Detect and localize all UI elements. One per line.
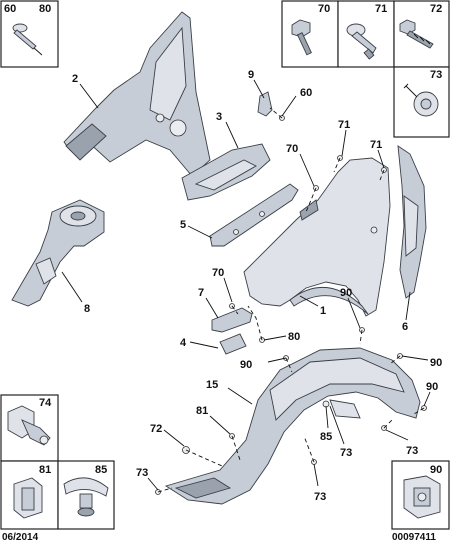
callout-90-a: 90 (340, 287, 352, 299)
callout-73-b: 73 (406, 445, 418, 457)
part-9-small-bracket (257, 91, 273, 117)
self-tapping-screw-icon (399, 19, 434, 49)
part-3-bracket (181, 143, 271, 201)
callout-8: 8 (84, 303, 90, 315)
fastener-box-85: 85 (57, 460, 115, 530)
box-label-60: 60 (4, 3, 16, 15)
bracket-clip-icon (7, 405, 51, 446)
box-label-81: 81 (39, 464, 51, 476)
footer-reference: 00097411 (392, 532, 436, 543)
callout-1: 1 (320, 305, 326, 317)
part-8-strut-tower (11, 199, 105, 307)
box-label-80: 80 (39, 3, 51, 15)
callout-71-b: 71 (370, 139, 382, 151)
callout-90-c: 90 (430, 357, 442, 369)
box-label-74: 74 (39, 397, 52, 409)
leader-lines (61, 79, 431, 491)
clip-screw-icon (346, 23, 377, 60)
dashed-assembly-lines (157, 107, 425, 493)
box-label-90: 90 (430, 464, 442, 476)
part-7-bracket (211, 307, 253, 333)
callout-7: 7 (198, 287, 204, 299)
callout-70-b: 70 (212, 267, 224, 279)
nut-clip-icon (403, 475, 441, 519)
rivet-icon (12, 23, 43, 56)
box-label-71: 71 (375, 3, 387, 15)
part-4-bracket (219, 333, 247, 355)
fastener-box-74: 74 (0, 394, 59, 462)
callout-3: 3 (216, 111, 222, 123)
bolt-icon (291, 19, 312, 56)
fastener-box-73: 73 (393, 66, 450, 138)
callout-73-d: 73 (314, 491, 326, 503)
callout-72: 72 (150, 423, 162, 435)
fastener-box-72: 72 (393, 0, 450, 68)
callout-81: 81 (196, 405, 208, 417)
callout-labels: 2 9 60 3 71 71 70 5 8 70 6 7 90 1 4 80 9… (72, 69, 442, 503)
callout-5: 5 (180, 219, 186, 231)
callout-15: 15 (206, 379, 218, 391)
part-5-rail-bracket (209, 183, 299, 247)
spring-clip-icon (13, 477, 43, 519)
part-1-front-fender (243, 157, 391, 317)
fastener-box-frame (0, 0, 59, 68)
callout-73-a: 73 (340, 447, 352, 459)
box-label-70: 70 (318, 3, 330, 15)
callout-4: 4 (180, 337, 187, 349)
callout-60: 60 (300, 87, 312, 99)
fastener-box-60-80: 60 80 (0, 0, 59, 68)
callout-73-c: 73 (136, 467, 148, 479)
callout-80: 80 (288, 331, 300, 343)
callout-85: 85 (320, 431, 332, 443)
callout-90-d: 90 (426, 381, 438, 393)
washer-screw-icon (403, 83, 439, 117)
part-6-side-strip (397, 145, 427, 299)
callout-2: 2 (72, 73, 78, 85)
footer-date: 06/2014 (2, 532, 39, 543)
box-label-72: 72 (430, 3, 442, 15)
fastener-box-81: 81 (0, 460, 59, 530)
callout-9: 9 (248, 69, 254, 81)
fastener-box-71: 71 (337, 0, 395, 68)
callout-70-a: 70 (286, 143, 298, 155)
callout-90-b: 90 (240, 359, 252, 371)
box-label-73: 73 (430, 69, 442, 81)
push-rivet-icon (63, 477, 109, 517)
fastener-box-70: 70 (281, 0, 339, 68)
callout-71-a: 71 (338, 119, 350, 131)
callout-6: 6 (402, 321, 408, 333)
part-15-wheel-arch-liner (164, 347, 421, 505)
fastener-box-90: 90 (391, 460, 450, 530)
box-label-85: 85 (95, 464, 107, 476)
part-2-apillar (63, 11, 211, 177)
